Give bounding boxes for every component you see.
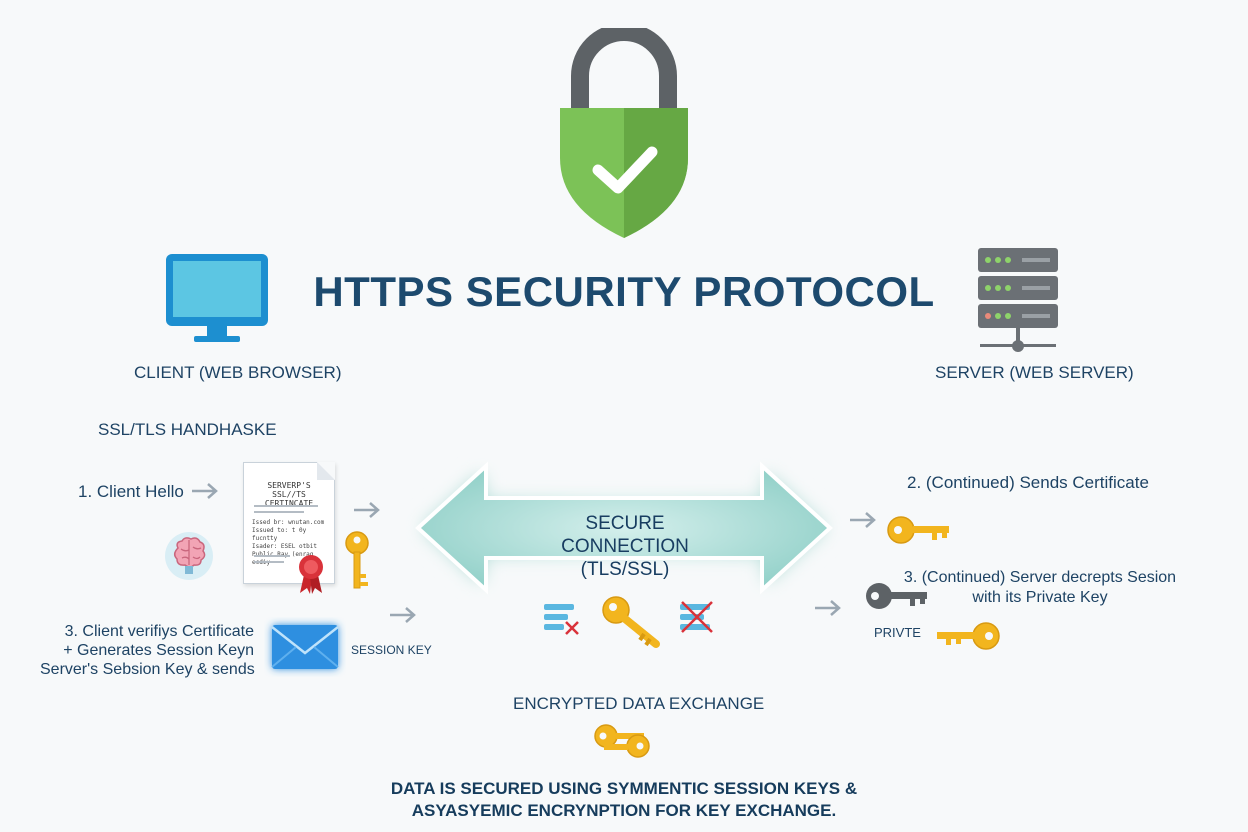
session-key-label: SESSION KEY: [351, 643, 432, 657]
key-icon: [345, 531, 369, 589]
certificate-body-line: Issued to: t 0y fucntty: [252, 527, 307, 542]
certificate-body-line: Isader: ESEL otbit: [252, 543, 318, 550]
key-icon: [887, 516, 949, 544]
certificate-rule: [254, 511, 304, 513]
arrow-right-icon: [390, 607, 416, 623]
certificate-body-line: Issed br: wnutan.com: [252, 519, 325, 526]
step-server-decrypts: 3. (Continued) Server decrepts Sesion wi…: [890, 568, 1190, 608]
client-label: CLIENT (WEB BROWSER): [134, 363, 342, 382]
arrow-right-icon: [850, 512, 876, 528]
encrypted-data-icon: [680, 601, 713, 633]
arrow-right-icon: [815, 600, 841, 616]
bottom-note-line: ASYASYEMIC ENCRYNPTION FOR KEY EXCHANGE.: [411, 801, 837, 820]
keys-pair-icon: [594, 724, 650, 758]
step-server-decrypts-line: 3. (Continued) Server decrepts Sesion: [903, 569, 1177, 586]
private-key-icon: [866, 583, 927, 609]
private-label: PRIVTE: [874, 625, 921, 640]
handshake-heading: SSL/TLS HANDHASKE: [98, 420, 277, 439]
key-icon: [602, 596, 660, 648]
certificate-rule: [254, 561, 284, 563]
server-rack-icon: [978, 248, 1058, 352]
step-client-verify-line: 3. Client verifiys Certificate: [64, 623, 254, 640]
encrypted-exchange-label: ENCRYPTED DATA EXCHANGE: [513, 694, 765, 713]
monitor-icon: [166, 254, 268, 342]
bottom-note-line: DATA IS SECURED USING SYMMENTIC SESSION …: [390, 779, 858, 798]
certificate-fold: [317, 462, 335, 480]
secure-connection-line1: SECURE CONNECTION: [561, 513, 689, 557]
secure-connection-line2: (TLS/SSL): [580, 559, 670, 580]
arrow-right-icon: [192, 483, 218, 499]
secure-connection-label: SECURE CONNECTION (TLS/SSL): [525, 512, 725, 581]
arrow-right-icon: [354, 502, 380, 518]
page-title: HTTPS SECURITY PROTOCOL: [313, 268, 935, 315]
certificate-rule: [254, 505, 318, 507]
step-client-verify: 3. Client verifiys Certificate + Generat…: [40, 622, 255, 679]
brain-icon: [165, 532, 213, 580]
step-client-hello: 1. Client Hello: [78, 482, 184, 501]
envelope-icon: [271, 625, 339, 669]
certificate-title-line: SERVERP'S SSL//TS: [267, 481, 311, 499]
certificate-title: SERVERP'S SSL//TS CERTINCATE: [250, 481, 328, 508]
encrypted-data-icon: [544, 604, 579, 635]
ribbon-seal-icon: [299, 555, 323, 594]
server-label: SERVER (WEB SERVER): [935, 363, 1134, 382]
key-icon: [937, 622, 1000, 650]
step-client-verify-line: + Generates Session Keyn: [63, 642, 254, 659]
padlock-shield-icon: [560, 28, 688, 238]
step-sends-certificate: 2. (Continued) Sends Certificate: [907, 473, 1149, 492]
certificate-rule: [254, 555, 290, 557]
step-server-decrypts-line: with its Private Key: [972, 589, 1108, 606]
double-arrow-icon: [415, 461, 833, 595]
step-client-verify-line: Server's Sebsion Key & sends: [40, 661, 255, 678]
bottom-note: DATA IS SECURED USING SYMMENTIC SESSION …: [0, 778, 1248, 822]
certificate-title-line: CERTINCATE: [264, 499, 314, 508]
